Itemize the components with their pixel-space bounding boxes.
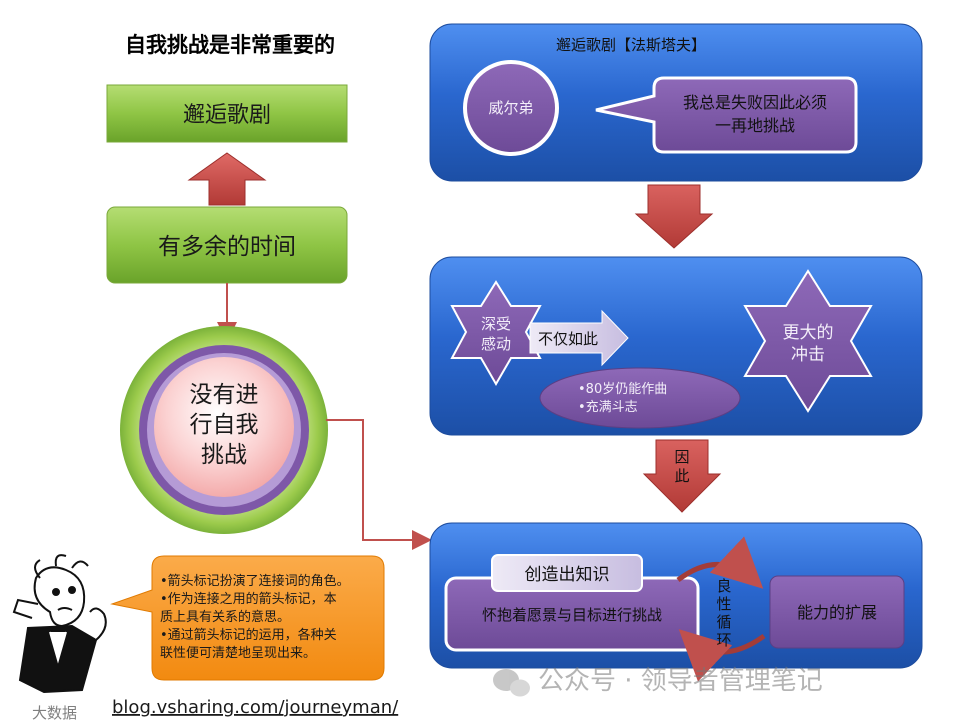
footer-url[interactable]: blog.vsharing.com/journeyman/: [112, 697, 399, 718]
green-box-top-label: 邂逅歌剧: [183, 103, 271, 128]
circle-core: [154, 357, 294, 497]
star-left: [450, 280, 542, 387]
speech-bubble: [595, 76, 858, 154]
bullets-ellipse: [539, 367, 741, 429]
green-box-top: [106, 84, 348, 143]
cycle-line-4: 环: [716, 631, 731, 649]
cycle-line-3: 循: [716, 613, 731, 631]
up-arrow: [187, 152, 267, 206]
footer-logo-text: 大数据: [32, 704, 77, 722]
star-right-line-1: 更大的: [783, 323, 834, 343]
star-right-line-2: 冲击: [791, 345, 825, 365]
circle-line-1: 没有进: [190, 382, 259, 408]
down-arrow-2-label-1: 因: [674, 448, 689, 466]
star-left-line-1: 深受: [481, 315, 511, 333]
connector-elbow: [326, 419, 432, 550]
cycle-line-1: 良: [716, 577, 731, 595]
tab-create-knowledge: [491, 554, 643, 592]
note-line-2: •作为连接之用的箭头标记，本: [160, 591, 337, 607]
speech-line-1: 我总是失败因此必须: [683, 93, 827, 112]
panel-1-header: 邂逅歌剧【法斯塔夫】: [556, 36, 706, 54]
cycle-line-2: 性: [716, 595, 731, 613]
person-circle: [463, 60, 559, 156]
circle-line-3: 挑战: [201, 442, 247, 468]
tab-create-knowledge-label: 创造出知识: [525, 565, 610, 585]
box-capability: [769, 575, 905, 649]
page-title: 自我挑战是非常重要的: [125, 33, 335, 57]
bullet-2: •充满斗志: [578, 399, 638, 415]
green-box-mid-label: 有多余的时间: [158, 234, 296, 260]
note-line-4: •通过箭头标记的运用，各种关: [160, 627, 337, 643]
speech-line-2: 一再地挑战: [715, 116, 795, 135]
watermark-text: 公众号 · 领导者管理笔记: [538, 666, 823, 696]
note-line-5: 联性便可清楚地呈现出来。: [160, 646, 316, 661]
bullet-1: •80岁仍能作曲: [578, 382, 667, 397]
box-challenge-label: 怀抱着愿景与目标进行挑战: [482, 606, 662, 624]
note-line-1: •箭头标记扮演了连接词的角色。: [160, 573, 350, 589]
down-arrow-2-label-2: 此: [674, 467, 689, 485]
arrow-not-only: [529, 309, 629, 367]
arrow-not-only-label: 不仅如此: [538, 330, 598, 348]
box-capability-label: 能力的扩展: [797, 603, 877, 622]
note-line-3: 质上具有关系的意思。: [160, 609, 290, 625]
down-arrow-2: [642, 439, 722, 513]
wechat-watermark: 公众号 · 领导者管理笔记: [493, 666, 823, 697]
person-name: 威尔弟: [488, 99, 533, 117]
cycle-arrow-top: [676, 536, 764, 589]
cycle-arrow-bottom: [678, 629, 766, 682]
thinking-man-illustration: [12, 554, 107, 694]
star-left-line-2: 感动: [481, 335, 511, 353]
note-callout: [110, 555, 385, 681]
down-arrow-1: [634, 184, 714, 249]
star-right: [743, 269, 873, 413]
circle-line-2: 行自我: [190, 412, 259, 438]
